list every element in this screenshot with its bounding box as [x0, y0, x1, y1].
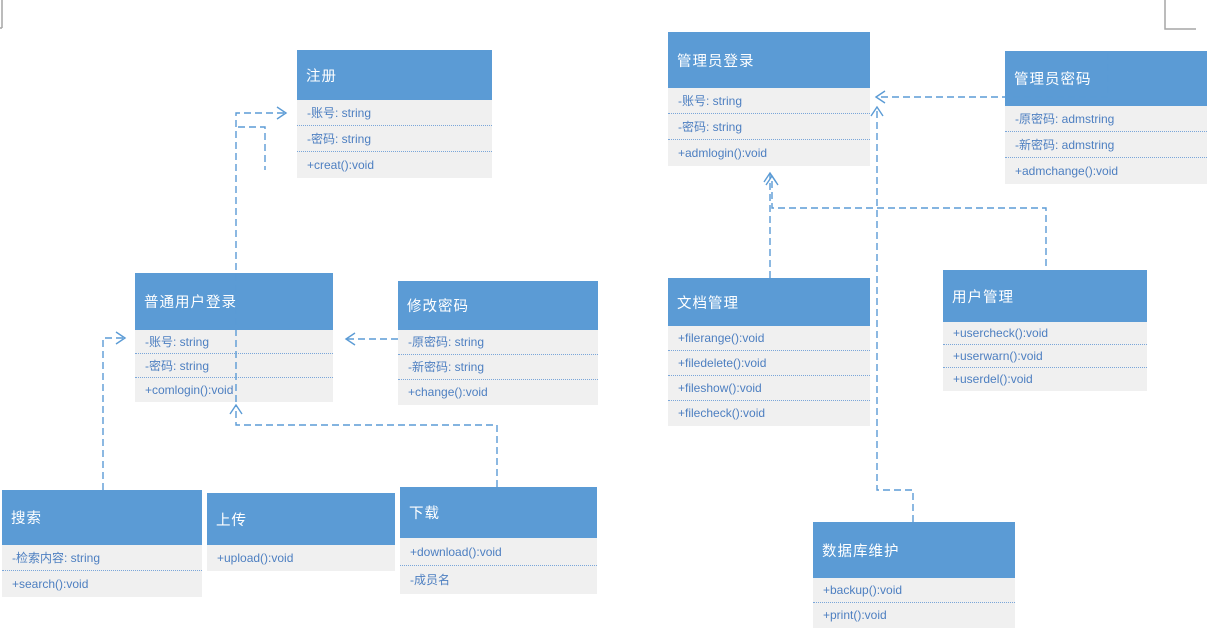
- class-admin-login-attr: -密码: string: [668, 114, 870, 140]
- class-search[interactable]: 搜索 -检索内容: string +search():void: [2, 490, 202, 597]
- class-db-maint[interactable]: 数据库维护 +backup():void +print():void: [813, 522, 1015, 628]
- class-doc-mgmt-method: +filedelete():void: [668, 351, 870, 376]
- connector-download-to-common-login[interactable]: [229, 403, 498, 487]
- class-search-title: 搜索: [2, 490, 202, 545]
- connector-admin-password-to-admin-login[interactable]: [874, 53, 1109, 104]
- class-admin-login-attr: -账号: string: [668, 88, 870, 114]
- connector-db-maint-to-admin-login[interactable]: [870, 105, 914, 522]
- class-upload[interactable]: 上传 +upload():void: [207, 493, 395, 571]
- class-register-title: 注册: [297, 50, 492, 100]
- class-db-maint-method: +print():void: [823, 608, 887, 622]
- class-admin-login[interactable]: 管理员登录 -账号: string -密码: string +admlogin(…: [668, 32, 870, 166]
- class-admin-password-attr: -原密码: admstring: [1005, 106, 1207, 132]
- class-download[interactable]: 下载 +download():void -成员名: [400, 487, 597, 594]
- class-common-login-attr: -账号: string: [135, 330, 333, 354]
- class-common-login-title: 普通用户登录: [135, 273, 333, 330]
- class-search-method: +search():void: [12, 577, 89, 591]
- class-change-password-title: 修改密码: [398, 281, 598, 330]
- class-user-mgmt[interactable]: 用户管理 +usercheck():void +userwarn():void …: [943, 270, 1147, 391]
- class-upload-method: +upload():void: [217, 551, 294, 565]
- class-change-password-attr: -新密码: string: [398, 355, 598, 380]
- class-doc-mgmt-method: +fileshow():void: [668, 376, 870, 401]
- class-doc-mgmt-title: 文档管理: [668, 278, 870, 326]
- class-register-attr: -密码: string: [297, 126, 492, 152]
- class-common-login[interactable]: 普通用户登录 -账号: string -密码: string +comlogin…: [135, 273, 333, 402]
- connector-common-login-to-register[interactable]: [235, 106, 288, 402]
- class-change-password-attr: -原密码: string: [398, 330, 598, 355]
- connector-search-to-common-login[interactable]: [102, 331, 127, 490]
- class-doc-mgmt[interactable]: 文档管理 +filerange():void +filedelete():voi…: [668, 278, 870, 426]
- class-upload-title: 上传: [207, 493, 395, 545]
- class-download-title: 下载: [400, 487, 597, 538]
- class-db-maint-title: 数据库维护: [813, 522, 1015, 578]
- class-search-attr: -检索内容: string: [2, 545, 202, 571]
- class-download-attr: -成员名: [410, 573, 450, 587]
- class-admin-login-title: 管理员登录: [668, 32, 870, 88]
- class-admin-password-method: +admchange():void: [1015, 164, 1119, 178]
- connector-dangling-stub[interactable]: [238, 126, 266, 170]
- class-common-login-method: +comlogin():void: [145, 383, 234, 397]
- class-admin-password-attr: -新密码: admstring: [1005, 132, 1207, 158]
- class-doc-mgmt-method: +filerange():void: [668, 326, 870, 351]
- class-download-method: +download():void: [400, 538, 597, 566]
- class-user-mgmt-title: 用户管理: [943, 270, 1147, 322]
- class-db-maint-method: +backup():void: [813, 578, 1015, 603]
- class-common-login-attr: -密码: string: [135, 354, 333, 378]
- page-corner-top-left: [0, 0, 3, 29]
- connector-user-mgmt-to-admin-login[interactable]: [765, 174, 1047, 266]
- class-register-method: +creat():void: [307, 158, 375, 172]
- page-corner-top-right: [1164, 0, 1196, 30]
- class-user-mgmt-method: +usercheck():void: [943, 322, 1147, 345]
- class-doc-mgmt-method: +filecheck():void: [678, 406, 766, 420]
- class-change-password[interactable]: 修改密码 -原密码: string -新密码: string +change()…: [398, 281, 598, 405]
- class-register-attr: -账号: string: [297, 100, 492, 126]
- class-register[interactable]: 注册 -账号: string -密码: string +creat():void: [297, 50, 492, 178]
- class-user-mgmt-method: +userdel():void: [953, 372, 1033, 386]
- class-user-mgmt-method: +userwarn():void: [943, 345, 1147, 368]
- class-admin-login-method: +admlogin():void: [678, 146, 768, 160]
- class-change-password-method: +change():void: [408, 385, 488, 399]
